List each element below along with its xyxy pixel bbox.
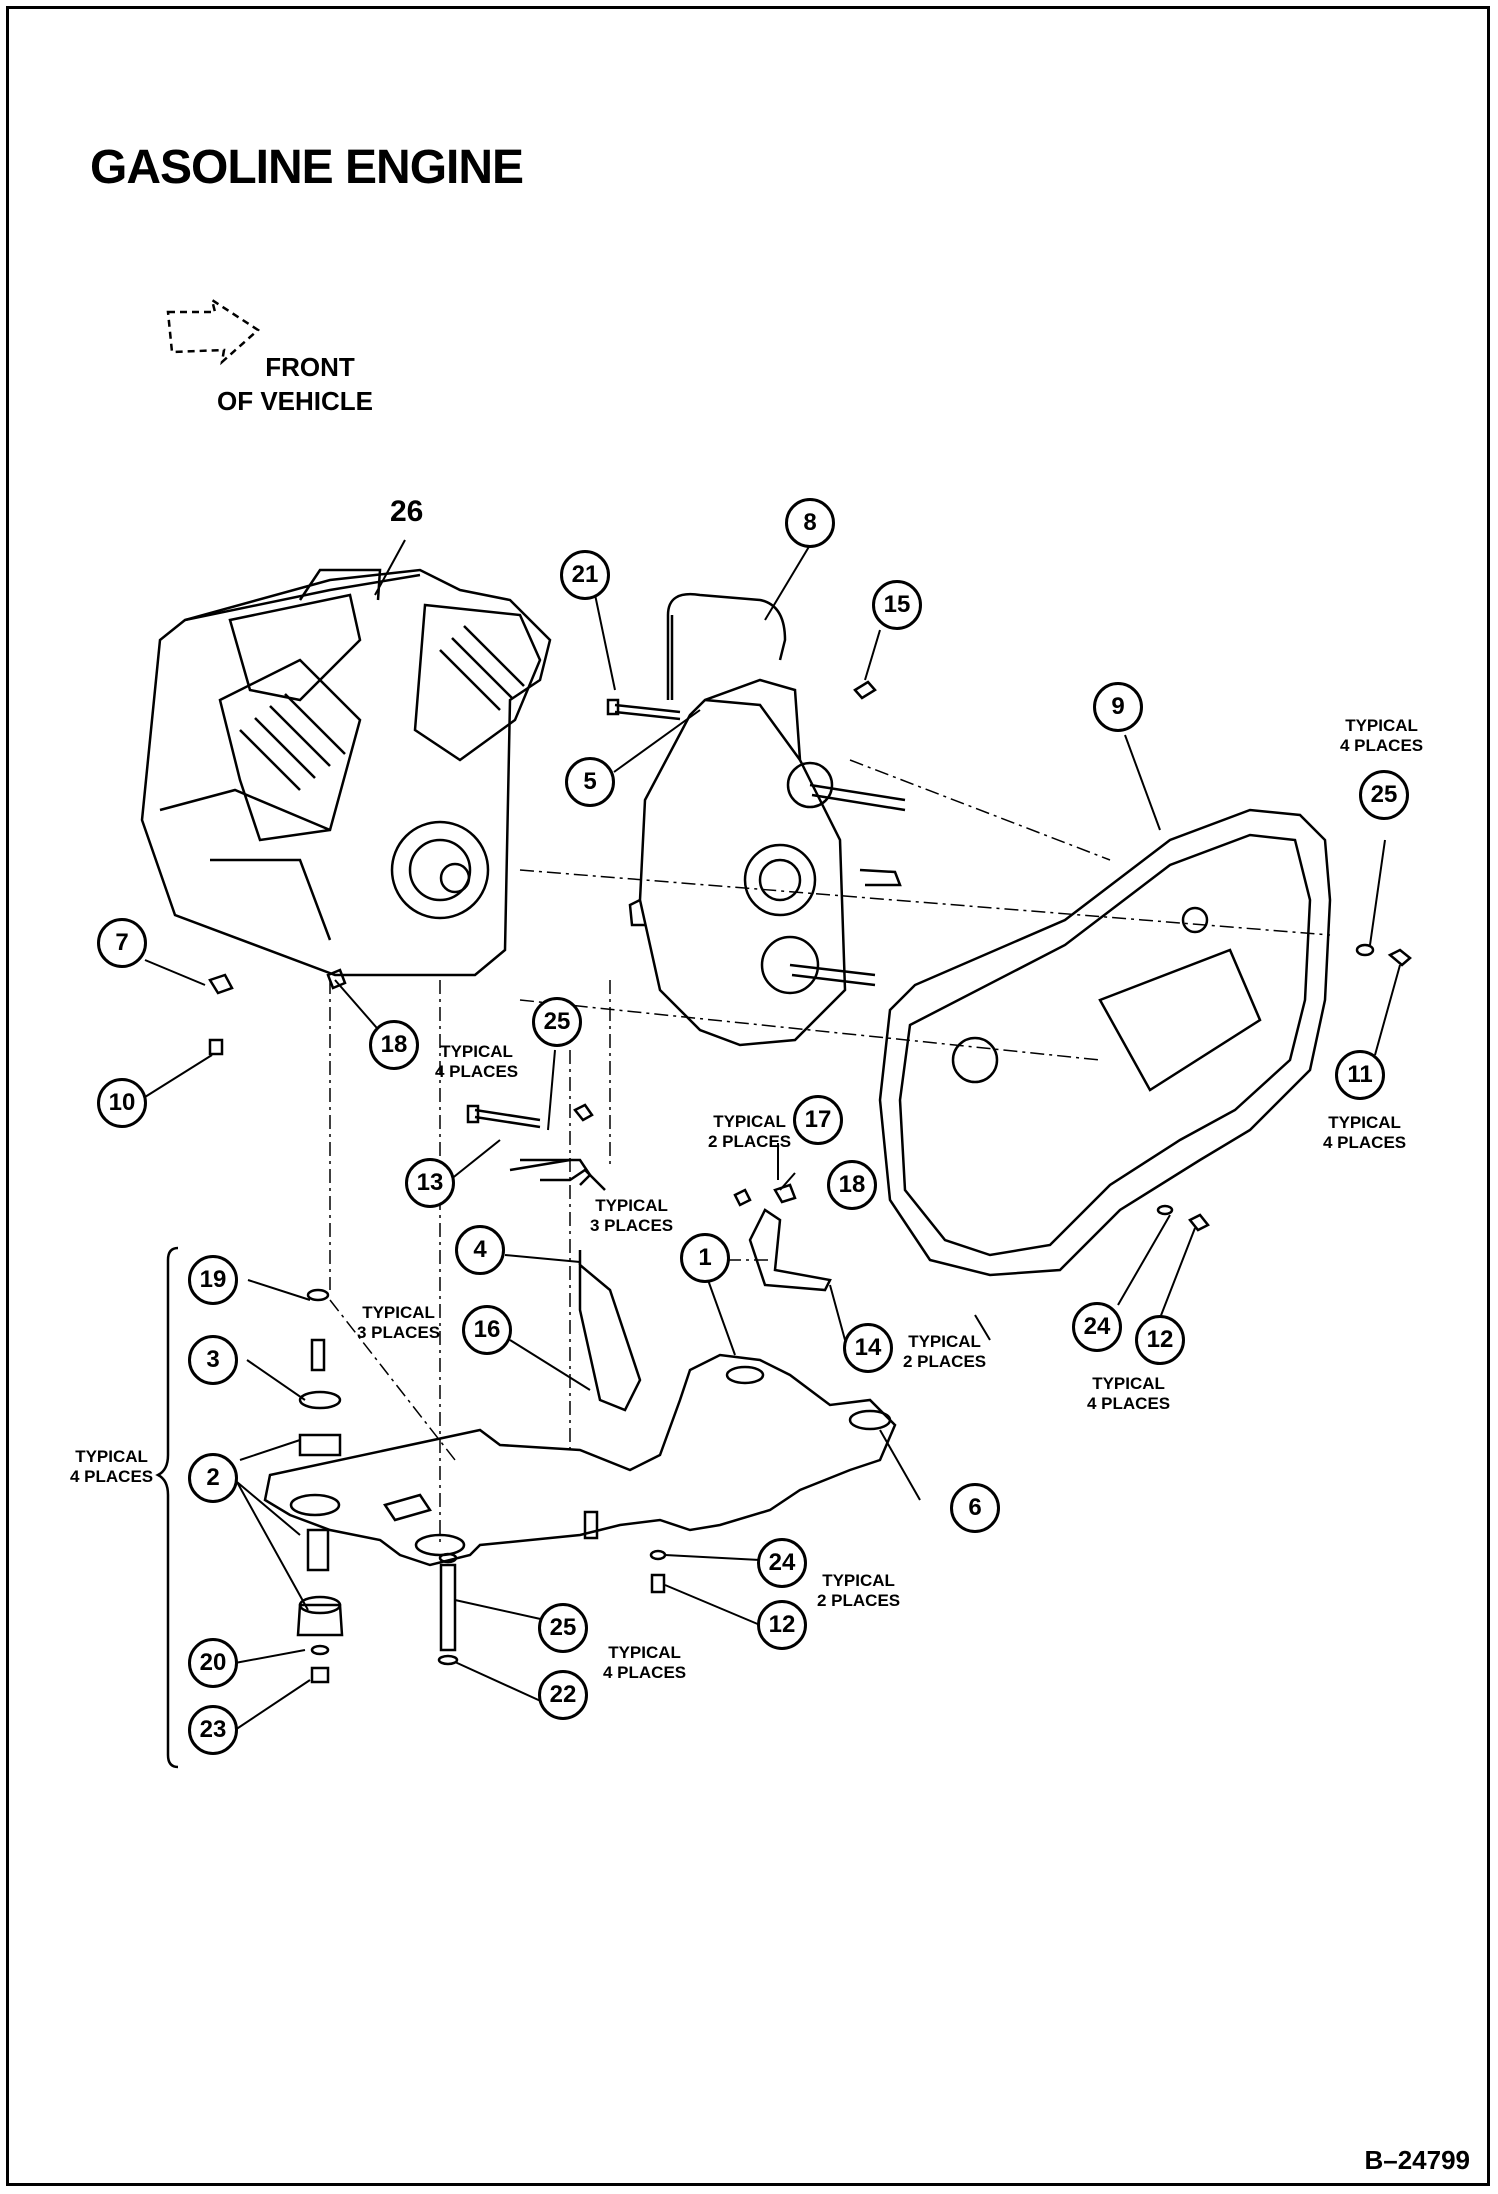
note-typical-label: TYPICAL bbox=[713, 1112, 786, 1131]
callout-8: 8 bbox=[785, 498, 835, 548]
callout-11: 11 bbox=[1335, 1050, 1385, 1100]
note-typical-label: TYPICAL bbox=[75, 1447, 148, 1466]
callout-2: 2 bbox=[188, 1453, 238, 1503]
mount-plate-drawing bbox=[263, 1353, 897, 1567]
front-label-line2: OF VEHICLE bbox=[216, 386, 373, 416]
group-brace bbox=[155, 1246, 179, 1769]
center-lines bbox=[329, 759, 1331, 1545]
note-typical-label: TYPICAL bbox=[1328, 1113, 1401, 1132]
callout-17: 16 bbox=[462, 1305, 512, 1355]
front-of-vehicle-label: FRONT OF VEHICLE bbox=[210, 350, 380, 418]
engine-drawing bbox=[140, 568, 552, 977]
callout-13: 13 bbox=[405, 1158, 455, 1208]
note-typical-4-bolts: TYPICAL 4 PLACES bbox=[603, 1643, 686, 1683]
callout-24-bottom: 24 bbox=[757, 1538, 807, 1588]
note-typical-label: TYPICAL bbox=[440, 1042, 513, 1061]
callout-26: 26 bbox=[390, 495, 424, 528]
callout-1: 1 bbox=[680, 1233, 730, 1283]
callout-12-bottom: 12 bbox=[757, 1600, 807, 1650]
note-places-label: 4 PLACES bbox=[70, 1467, 154, 1486]
note-typical-label: TYPICAL bbox=[1345, 716, 1418, 735]
callout-22: 22 bbox=[538, 1670, 588, 1720]
callout-14: 14 bbox=[843, 1323, 893, 1373]
page-title: GASOLINE ENGINE bbox=[90, 141, 524, 194]
callout-19: 20 bbox=[188, 1638, 238, 1688]
note-typical-2-plate: TYPICAL 2 PLACES bbox=[817, 1571, 900, 1611]
callout-18-mid: 18 bbox=[827, 1160, 877, 1210]
note-typical-4-engine: TYPICAL 4 PLACES bbox=[435, 1042, 518, 1082]
note-typical-3-left: TYPICAL 3 PLACES bbox=[357, 1303, 440, 1343]
note-typical-2-gearbox: TYPICAL 2 PLACES bbox=[708, 1112, 791, 1152]
callout-10: 10 bbox=[97, 1078, 147, 1128]
note-typical-4-housing: TYPICAL 4 PLACES bbox=[1323, 1113, 1406, 1153]
note-places-label: 2 PLACES bbox=[708, 1132, 792, 1151]
note-places-label: 4 PLACES bbox=[435, 1062, 519, 1081]
note-typical-3-bracket: TYPICAL 3 PLACES bbox=[590, 1196, 673, 1236]
front-label-line1: FRONT bbox=[265, 352, 355, 382]
note-places-label: 4 PLACES bbox=[603, 1663, 687, 1682]
callout-12-right: 12 bbox=[1135, 1315, 1185, 1365]
callout-4: 4 bbox=[455, 1225, 505, 1275]
callout-5: 5 bbox=[565, 757, 615, 807]
figure-id: B–24799 bbox=[1364, 2145, 1470, 2175]
note-typical-label: TYPICAL bbox=[362, 1303, 435, 1322]
drawing-frame bbox=[6, 6, 1490, 2186]
callout-25-right: 25 bbox=[1359, 770, 1409, 820]
arrow-icon bbox=[166, 297, 261, 366]
note-typical-label: TYPICAL bbox=[1092, 1374, 1165, 1393]
leader-lines bbox=[144, 539, 1401, 1731]
note-places-label: 3 PLACES bbox=[357, 1323, 441, 1342]
note-places-label: 3 PLACES bbox=[590, 1216, 674, 1235]
callout-21: 19 bbox=[188, 1255, 238, 1305]
callout-6: 6 bbox=[950, 1483, 1000, 1533]
note-typical-4-housing-bottom: TYPICAL 4 PLACES bbox=[1087, 1374, 1170, 1414]
isolator-drawing bbox=[296, 1288, 344, 1684]
note-places-label: 2 PLACES bbox=[903, 1352, 987, 1371]
note-typical-label: TYPICAL bbox=[908, 1332, 981, 1351]
callout-9: 9 bbox=[1093, 682, 1143, 732]
note-places-label: 4 PLACES bbox=[1340, 736, 1424, 755]
note-typical-4-top-right: TYPICAL 4 PLACES bbox=[1340, 716, 1423, 756]
callout-20: 23 bbox=[188, 1705, 238, 1755]
callout-3: 3 bbox=[188, 1335, 238, 1385]
housing-drawing bbox=[878, 808, 1332, 1277]
note-places-label: 4 PLACES bbox=[1087, 1394, 1171, 1413]
gearbox-drawing bbox=[628, 592, 906, 1047]
bracket-drawing bbox=[509, 1158, 832, 1412]
callout-7: 7 bbox=[97, 918, 147, 968]
fastener-drawing bbox=[208, 680, 1412, 1666]
callout-16: 15 bbox=[872, 580, 922, 630]
note-typical-2-bracket14: TYPICAL 2 PLACES bbox=[903, 1332, 986, 1372]
callout-25-mid: 25 bbox=[532, 997, 582, 1047]
callout-23: 21 bbox=[560, 550, 610, 600]
callout-18-left: 18 bbox=[369, 1020, 419, 1070]
note-typical-label: TYPICAL bbox=[822, 1571, 895, 1590]
note-typical-4-brace: TYPICAL 4 PLACES bbox=[70, 1447, 153, 1487]
note-typical-label: TYPICAL bbox=[608, 1643, 681, 1662]
note-typical-label: TYPICAL bbox=[595, 1196, 668, 1215]
callout-25-bottom: 25 bbox=[538, 1603, 588, 1653]
note-places-label: 2 PLACES bbox=[817, 1591, 901, 1610]
callout-15: 17 bbox=[793, 1095, 843, 1145]
note-places-label: 4 PLACES bbox=[1323, 1133, 1407, 1152]
callout-24-right: 24 bbox=[1072, 1302, 1122, 1352]
